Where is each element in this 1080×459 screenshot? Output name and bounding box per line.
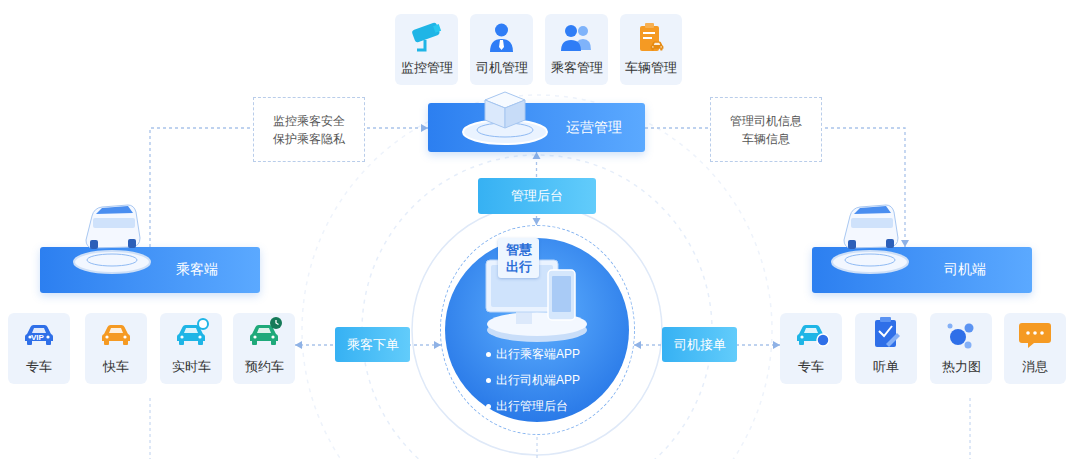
hub-circle: 智慧 出行出行乘客端APP 出行司机端APP 出行管理后台 — [440, 225, 635, 435]
feature-card: 预约车 — [233, 313, 295, 384]
card-label: 车辆管理 — [625, 60, 677, 76]
card-label: 实时车 — [172, 359, 211, 375]
bar-label: 运营管理 — [566, 119, 622, 137]
card-label: 专车 — [798, 359, 824, 375]
edge-label-pill: 司机接单 — [662, 327, 737, 362]
arrow-head — [773, 341, 780, 349]
card-label: 消息 — [1022, 359, 1048, 375]
card-label: 预约车 — [245, 359, 284, 375]
card-label: 专车 — [26, 359, 52, 375]
arrow-head — [295, 341, 302, 349]
feature-card: 乘客管理 — [545, 14, 608, 85]
platform-bar: 乘客端 — [40, 247, 260, 293]
feature-card: 实时车 — [160, 313, 222, 384]
card-label: 乘客管理 — [551, 60, 603, 76]
arrow-head — [533, 152, 541, 159]
bar-label: 乘客端 — [176, 261, 218, 279]
card-label: 听单 — [873, 359, 899, 375]
feature-card: 监控管理 — [395, 14, 458, 85]
edge-label-pill: 乘客下单 — [335, 327, 410, 362]
card-label: 快车 — [103, 359, 129, 375]
feature-card: 听单 — [855, 313, 917, 384]
edge-label: 管理司机信息 车辆信息 — [727, 112, 805, 148]
edge-label-note: 管理司机信息 车辆信息 — [710, 97, 822, 162]
platform-bar: 司机端 — [812, 247, 1032, 293]
arrow-head — [634, 341, 641, 349]
edge-label-note: 监控乘客安全 保护乘客隐私 — [253, 97, 365, 162]
bullet-item: 出行管理后台 — [496, 398, 568, 414]
edge-label: 管理后台 — [511, 187, 563, 205]
platform-bar: 运营管理 — [428, 103, 645, 152]
card-label: 司机管理 — [476, 60, 528, 76]
feature-card: 车辆管理 — [620, 14, 682, 85]
card-label: 热力图 — [942, 359, 981, 375]
arrow-head — [421, 124, 428, 132]
arrow-head — [533, 218, 541, 225]
feature-card: 专车 — [780, 313, 842, 384]
feature-card: 司机管理 — [470, 14, 533, 85]
bullet-item: 出行乘客端APP — [496, 346, 580, 362]
bar-label: 司机端 — [944, 261, 986, 279]
sign-label: 智慧 出行 — [498, 238, 539, 278]
bullet-dot — [486, 378, 491, 383]
edge-label: 乘客下单 — [347, 336, 399, 354]
card-label: 监控管理 — [401, 60, 453, 76]
edge-label: 监控乘客安全 保护乘客隐私 — [270, 112, 348, 148]
bullet-dot — [486, 404, 491, 409]
edge-label-pill: 管理后台 — [478, 178, 596, 214]
icon-badge-text: VIP — [31, 333, 44, 342]
feature-card: 热力图 — [930, 313, 992, 384]
feature-card: 消息 — [1004, 313, 1066, 384]
edge-label: 司机接单 — [674, 336, 726, 354]
arrow-head — [901, 240, 909, 247]
bullet-item: 出行司机端APP — [496, 372, 580, 388]
bullet-dot — [486, 352, 491, 357]
feature-card: 专车 — [8, 313, 70, 384]
feature-card: 快车 — [85, 313, 147, 384]
